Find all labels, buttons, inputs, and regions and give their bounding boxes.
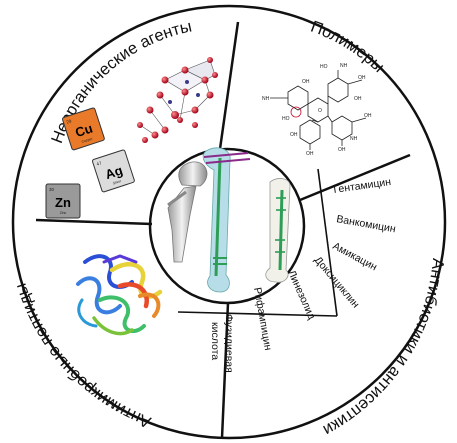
svg-text:HO: HO (282, 116, 290, 122)
svg-text:Zinc: Zinc (60, 211, 67, 215)
svg-text:NH: NH (350, 136, 358, 142)
svg-text:OH: OH (306, 151, 314, 157)
femur-implant-illustration (202, 147, 251, 293)
svg-text:OH: OH (354, 96, 362, 102)
svg-text:Cu: Cu (73, 121, 94, 141)
svg-text:OH: OH (364, 113, 372, 119)
drug-gentamicin: Гентамицин (333, 176, 392, 196)
polymer-molecule-structure (270, 70, 367, 150)
svg-text:29: 29 (66, 118, 73, 124)
antibiotic-subdividers (177, 168, 338, 317)
drug-amikacin: Амикацин (331, 240, 380, 273)
svg-text:NH: NH (340, 63, 348, 69)
svg-text:OH: OH (302, 79, 310, 85)
element-tile-ag: 47 Ag Silver (92, 149, 135, 193)
svg-text:OH: OH (358, 75, 366, 81)
svg-text:NH: NH (262, 96, 270, 102)
svg-text:Ag: Ag (103, 163, 124, 183)
svg-text:Zn: Zn (55, 195, 71, 210)
label-antimicrobial-peptides: Антимикробные пептиды (12, 281, 154, 431)
drug-vancomycin: Ванкомицин (335, 213, 396, 235)
svg-text:Silver: Silver (112, 179, 122, 186)
svg-text:47: 47 (96, 160, 103, 166)
drug-fusidic-acid-line1: Фузидиевая (223, 314, 235, 373)
sector-dividers (35, 21, 411, 439)
hip-implant-illustration (167, 161, 208, 263)
element-tile-cu: 29 Cu Copper (62, 107, 105, 151)
svg-text:OH: OH (338, 147, 346, 153)
svg-text:HO: HO (320, 64, 328, 70)
polymer-atom-labels: NH OH HO NH OH HO O OH OH OH OH NH OH (262, 63, 372, 157)
svg-text:O: O (318, 108, 322, 114)
element-tile-zn: 30 Zn Zinc (45, 183, 81, 219)
bone-plate-illustration (265, 178, 291, 283)
outer-ring (11, 4, 447, 440)
svg-text:Copper: Copper (81, 136, 94, 144)
svg-text:30: 30 (49, 187, 55, 192)
drug-fusidic-acid-line2: кислота (209, 322, 221, 360)
antimicrobial-peptide-protein-structure (76, 254, 163, 336)
crystal-lattice-illustration (137, 57, 218, 143)
svg-text:OH: OH (290, 132, 298, 138)
drug-linezolid: Линезолид (285, 268, 317, 321)
drug-rifampicin: Рифампицин (251, 286, 274, 351)
